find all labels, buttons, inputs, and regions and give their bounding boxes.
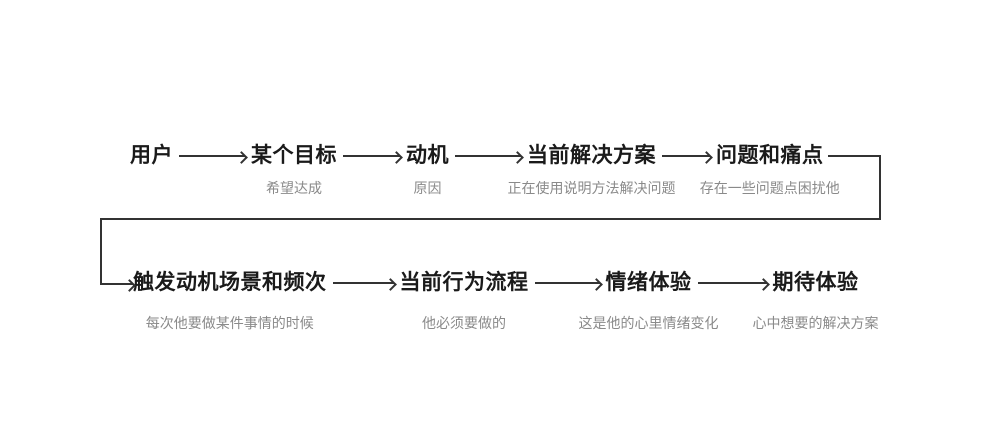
flow-arrow-icon: [697, 282, 767, 284]
node-title: 期待体验: [772, 271, 859, 294]
flow-node: 当前行为流程他必须要做的: [399, 271, 529, 331]
node-title: 动机: [406, 144, 449, 167]
connector-line-bottom: [100, 218, 881, 220]
node-title: 当前行为流程: [399, 271, 529, 294]
node-title: 问题和痛点: [716, 144, 824, 167]
connector-line-left: [100, 218, 102, 285]
connector-line-tail: [828, 155, 881, 157]
flow-arrow-icon: [455, 155, 521, 157]
flow-arrow-icon: [179, 155, 245, 157]
row-entry-arrow: [100, 283, 133, 285]
node-title: 用户: [130, 144, 173, 167]
node-title: 情绪体验: [605, 271, 692, 294]
connector-line-right: [879, 155, 881, 220]
flow-node: 当前解决方案正在使用说明方法解决问题: [508, 144, 676, 196]
flow-arrow-icon: [662, 155, 710, 157]
node-subtitle: 心中想要的解决方案: [752, 315, 879, 331]
flow-node: 期待体验心中想要的解决方案: [753, 271, 879, 331]
flow-node: 情绪体验这是他的心里情绪变化: [579, 271, 719, 331]
node-subtitle: 希望达成: [266, 180, 322, 196]
node-subtitle: 每次他要做某件事情的时候: [145, 315, 314, 331]
node-subtitle: 正在使用说明方法解决问题: [507, 180, 676, 196]
node-title: 当前解决方案: [527, 144, 656, 167]
flow-row-top: 用户某个目标希望达成动机原因当前解决方案正在使用说明方法解决问题问题和痛点存在一…: [130, 144, 840, 196]
flow-row-bottom: 触发动机场景和频次每次他要做某件事情的时候当前行为流程他必须要做的情绪体验这是他…: [133, 271, 879, 331]
node-title: 某个目标: [251, 144, 337, 167]
flow-arrow-icon: [343, 155, 400, 157]
node-subtitle: 存在一些问题点困扰他: [699, 180, 840, 196]
node-title: 触发动机场景和频次: [133, 271, 327, 294]
node-subtitle: 这是他的心里情绪变化: [578, 315, 719, 331]
flow-arrow-icon: [332, 282, 394, 284]
flow-node: 用户: [130, 144, 173, 167]
flow-node: 问题和痛点存在一些问题点困扰他: [700, 144, 840, 196]
node-subtitle: 原因: [413, 180, 442, 196]
flow-node: 触发动机场景和频次每次他要做某件事情的时候: [133, 271, 327, 331]
node-subtitle: 他必须要做的: [422, 315, 506, 331]
flow-node: 动机原因: [406, 144, 449, 196]
flow-arrow-icon: [534, 282, 600, 284]
flow-node: 某个目标希望达成: [251, 144, 337, 196]
